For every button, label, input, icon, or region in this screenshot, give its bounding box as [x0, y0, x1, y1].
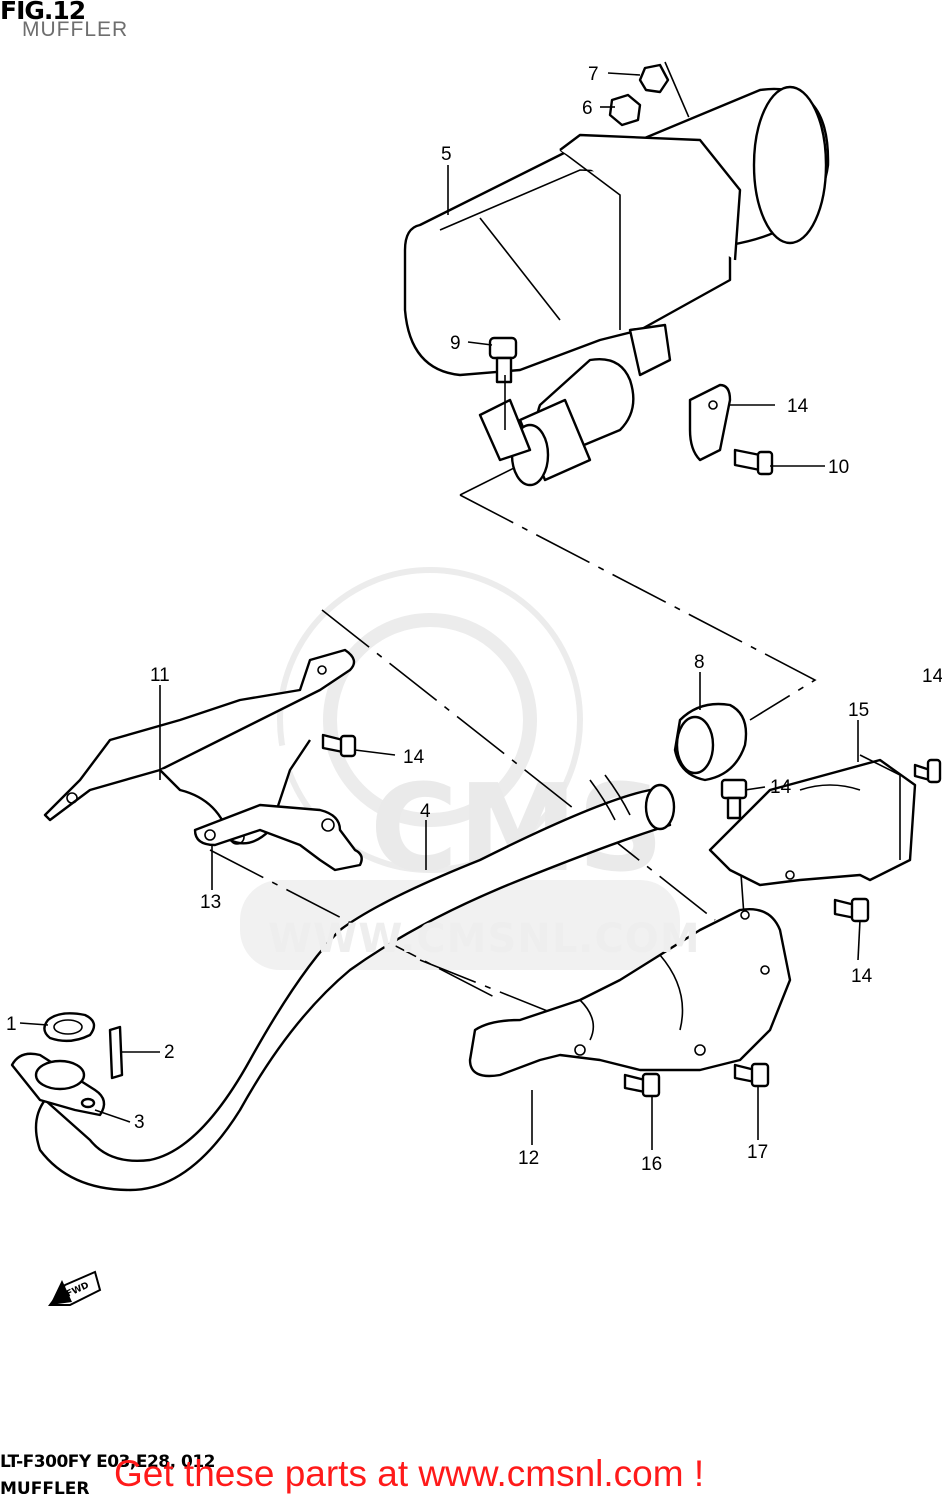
- exhaust-flange-part-3: [10, 1052, 106, 1117]
- muffler-inlet-neck: [478, 358, 635, 487]
- protector-part-12: [468, 908, 792, 1078]
- bolt-part-10: [733, 448, 774, 476]
- fwd-direction-arrow: FWD: [48, 1270, 102, 1306]
- stud-part-2: [108, 1025, 124, 1080]
- bolt-part-14-a: [321, 733, 357, 758]
- model-code: LT-F300FY E03,E28, 012: [0, 1452, 215, 1472]
- bracket-part-17: [688, 383, 732, 462]
- callout-1: 1: [6, 1014, 17, 1035]
- callout-5: 5: [441, 144, 452, 165]
- callout-14-right-edge: 14: [922, 666, 942, 687]
- callout-14-lower-middle: 16: [641, 1154, 662, 1175]
- muffler-part-5: [403, 85, 830, 377]
- callout-9: 9: [450, 333, 461, 354]
- bracket-part-13: [193, 803, 363, 872]
- protector-part-16: [708, 754, 917, 887]
- callout-15: 14: [851, 966, 873, 987]
- bolt-part-14-c: [913, 758, 942, 784]
- callout-numbers: 7 6 5 9 14 10 11 8 14 15 14 14 4 13 14 1…: [6, 64, 942, 1175]
- callout-13: 13: [200, 892, 221, 913]
- bolt-part-14-d: [623, 1072, 661, 1098]
- callout-16: 15: [848, 700, 869, 721]
- bolt-part-14-b: [720, 778, 748, 820]
- nut-part-6: [608, 93, 642, 127]
- callout-6: 6: [582, 98, 593, 119]
- figure-subtitle: MUFFLER: [22, 18, 129, 41]
- callout-3: 3: [134, 1112, 145, 1133]
- callout-10: 10: [828, 457, 849, 478]
- callout-4: 4: [420, 801, 431, 822]
- callout-14-upper-left: 14: [403, 747, 425, 768]
- callout-11: 11: [150, 665, 170, 686]
- callout-8: 8: [694, 652, 705, 673]
- bolt-part-9: [488, 336, 518, 384]
- parts-banner-link[interactable]: Get these parts at www.cmsnl.com !: [114, 1453, 705, 1494]
- callout-14-center: 14: [770, 777, 792, 798]
- callout-7: 7: [588, 64, 599, 85]
- watermark-url: WWW.CMSNL.COM: [268, 916, 701, 962]
- callout-14-lower-right: 17: [747, 1142, 768, 1163]
- leader-lines: [19, 72, 861, 1150]
- exhaust-pipe-part-4: [34, 774, 676, 1192]
- callout-2: 2: [164, 1042, 175, 1063]
- section-name: MUFFLER: [0, 1479, 90, 1499]
- cms-watermark-logo: CMS: [240, 567, 680, 970]
- callout-12: 12: [518, 1148, 539, 1169]
- callout-17: 14: [787, 396, 809, 417]
- figure-title: FIG.12: [0, 0, 86, 25]
- bolt-part-14-e: [733, 1062, 770, 1088]
- cap-nut-part-7: [638, 63, 670, 94]
- spacer-part-8: [673, 702, 748, 782]
- gasket-part-1: [43, 1012, 96, 1043]
- bolt-part-15: [833, 897, 870, 923]
